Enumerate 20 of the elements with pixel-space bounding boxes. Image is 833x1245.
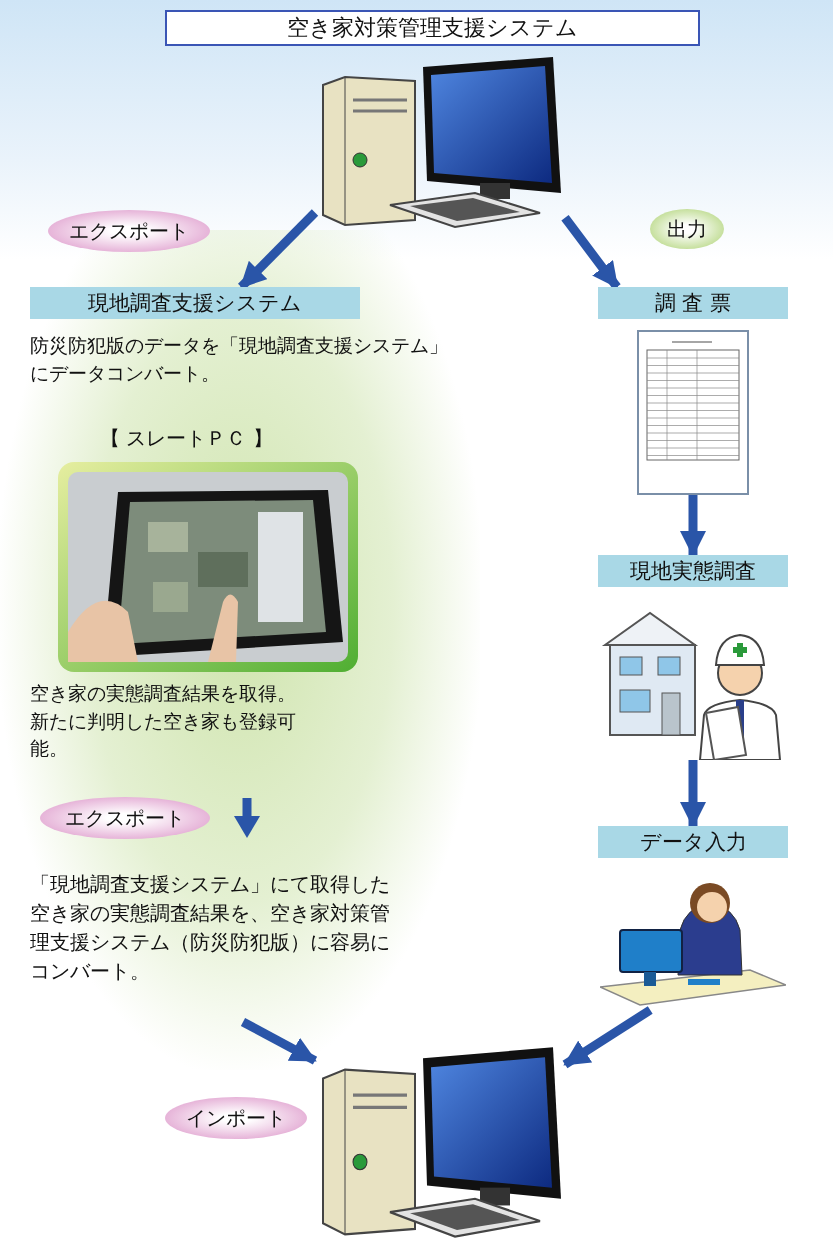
arrow <box>240 1018 318 1065</box>
node-label: 【 スレートＰＣ 】 <box>100 425 273 452</box>
arrow <box>562 1006 653 1069</box>
title-box: 空き家対策管理支援システム <box>165 10 700 46</box>
arrow <box>680 760 706 828</box>
description-text: 防災防犯版のデータを「現地調査支援システム」にデータコンバート。 <box>30 333 449 386</box>
arrow <box>561 215 621 290</box>
heading-band: 現地調査支援システム <box>30 287 360 319</box>
form-drawing <box>637 330 749 495</box>
oval-label: インポート <box>165 1097 307 1139</box>
tablet-drawing <box>58 462 358 672</box>
oval-label: エクスポート <box>48 210 210 252</box>
heading-band: 調 査 票 <box>598 287 788 319</box>
description-text: 空き家の実態調査結果を取得。新たに判明した空き家も登録可能。 <box>30 681 297 762</box>
oval-label: 出力 <box>650 209 724 249</box>
arrow <box>680 495 706 557</box>
heading-band: 現地実態調査 <box>598 555 788 587</box>
heading-band: データ入力 <box>598 826 788 858</box>
oval-label: エクスポート <box>40 797 210 839</box>
description-text: 「現地調査支援システム」にて取得した空き家の実態調査結果を、空き家対策管理支援システム（防災防犯版）に容易にコンバート。 <box>30 871 391 985</box>
